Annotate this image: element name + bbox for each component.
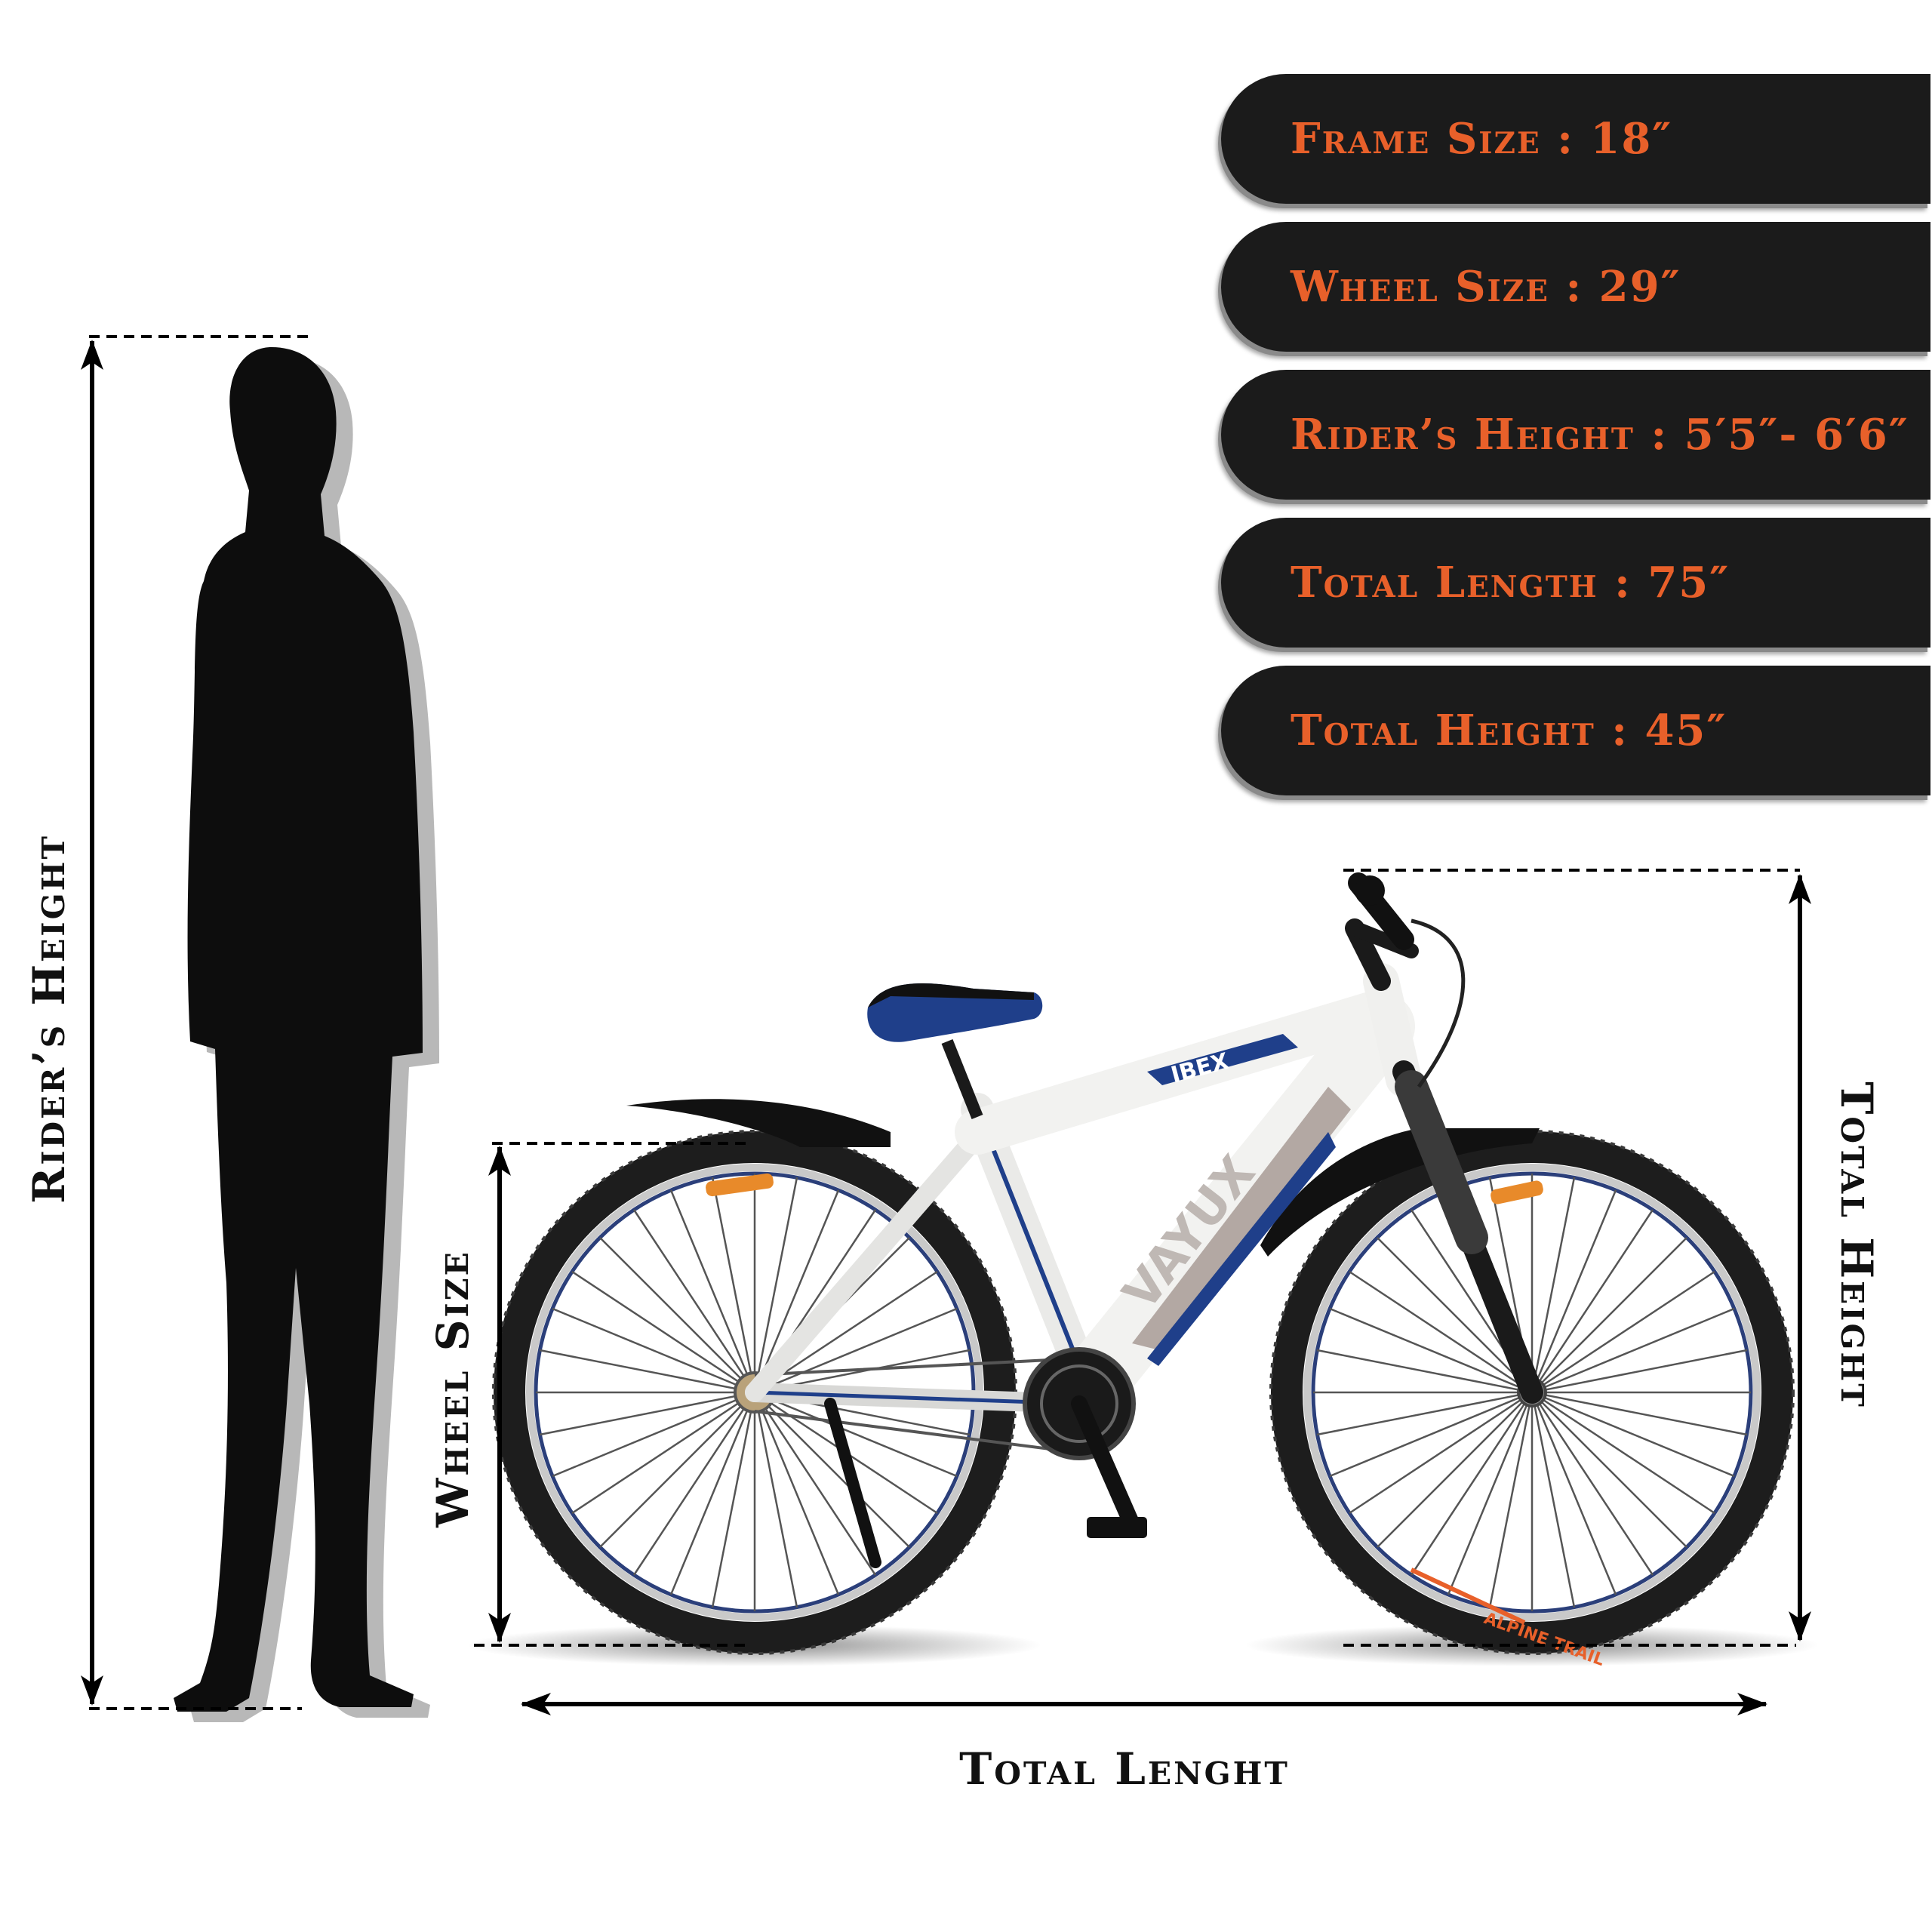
riders-height-dimension (81, 335, 311, 1710)
total-height-label: Total Height (1831, 1081, 1882, 1409)
spec-frame-size-text: Frame Size : 18″ (1291, 114, 1673, 164)
wheel-size-dimension (474, 1142, 747, 1647)
bicycle: ALPINE TRAIL IBEX VAYUX (468, 872, 1819, 1670)
spec-total-height-text: Total Height : 45″ (1291, 706, 1727, 755)
riders-height-label: Rider’s Height (23, 834, 75, 1204)
spec-wheel-size: Wheel Size : 29″ (1221, 222, 1930, 352)
front-wheel: ALPINE TRAIL (1269, 1130, 1795, 1670)
total-length-label: Total Lenght (959, 1743, 1290, 1795)
spec-total-height: Total Height : 45″ (1221, 666, 1930, 795)
rear-fender (626, 1099, 891, 1147)
spec-riders-height-text: Rider’s Height : 5′5″- 6′6″ (1291, 410, 1909, 460)
rider-silhouette (174, 347, 439, 1722)
spec-total-length-text: Total Length : 75″ (1291, 558, 1730, 608)
total-height-dimension (1343, 869, 1811, 1647)
spec-total-length: Total Length : 75″ (1221, 518, 1930, 648)
wheel-size-label: Wheel Size (427, 1250, 478, 1527)
front-fender (1260, 1128, 1540, 1257)
spec-frame-size: Frame Size : 18″ (1221, 74, 1930, 204)
spec-riders-height: Rider’s Height : 5′5″- 6′6″ (1221, 370, 1930, 500)
spec-wheel-size-text: Wheel Size : 29″ (1291, 262, 1681, 312)
